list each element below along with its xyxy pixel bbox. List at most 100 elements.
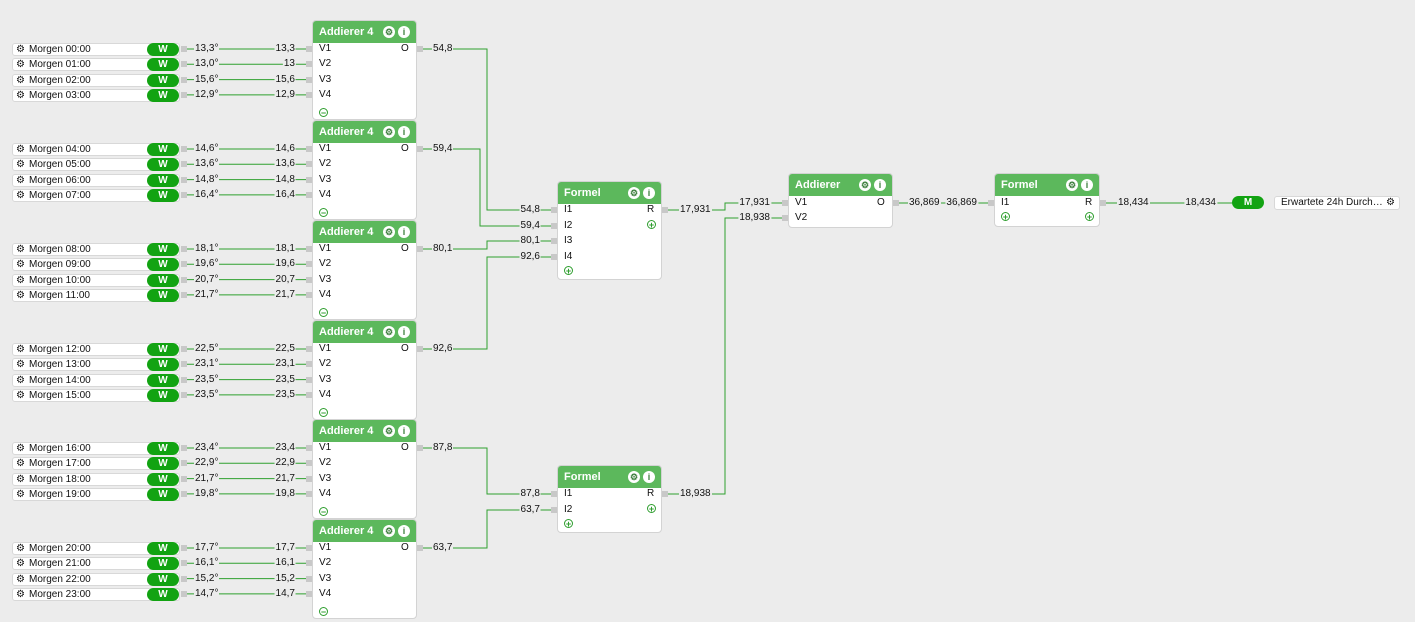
input-connector[interactable] [306, 346, 312, 352]
write-badge[interactable]: W [147, 472, 179, 486]
output-connector[interactable] [662, 491, 668, 497]
output-connector[interactable] [181, 191, 187, 198]
gear-icon[interactable]: ⚙ [859, 179, 871, 191]
input-connector[interactable] [306, 460, 312, 467]
output-connector[interactable] [181, 146, 187, 152]
gear-icon[interactable]: ⚙ [628, 471, 640, 483]
gear-icon[interactable]: ⚙ [16, 44, 25, 55]
write-badge[interactable]: W [147, 542, 179, 555]
output-connector[interactable] [181, 361, 187, 368]
gear-icon[interactable]: ⚙ [383, 425, 395, 437]
gear-icon[interactable]: ⚙ [16, 573, 25, 585]
output-connector[interactable] [417, 46, 423, 52]
input-connector[interactable] [551, 223, 557, 229]
output-connector[interactable] [181, 475, 187, 482]
gear-icon[interactable]: ⚙ [16, 189, 25, 201]
gear-icon[interactable]: ⚙ [16, 89, 25, 101]
gear-icon[interactable]: ⚙ [16, 588, 25, 600]
output-connector[interactable] [181, 460, 187, 467]
output-connector[interactable] [417, 246, 423, 252]
gear-icon[interactable]: ⚙ [16, 359, 25, 371]
minus-circle-icon[interactable]: − [319, 408, 328, 418]
info-icon[interactable]: i [398, 326, 410, 338]
input-connector[interactable] [306, 191, 312, 198]
gear-icon[interactable]: ⚙ [383, 226, 395, 238]
info-icon[interactable]: i [398, 525, 410, 537]
write-badge[interactable]: W [147, 358, 179, 372]
output-connector[interactable] [181, 560, 187, 567]
gear-icon[interactable]: ⚙ [16, 144, 25, 155]
input-connector[interactable] [306, 545, 312, 551]
minus-circle-icon[interactable]: − [319, 507, 328, 517]
write-badge[interactable]: W [147, 587, 179, 601]
output-connector[interactable] [181, 391, 187, 398]
output-connector[interactable] [181, 176, 187, 183]
gear-icon[interactable]: ⚙ [16, 344, 25, 355]
write-badge[interactable]: W [147, 343, 179, 356]
info-icon[interactable]: i [398, 425, 410, 437]
gear-icon[interactable]: ⚙ [16, 244, 25, 255]
output-connector[interactable] [181, 590, 187, 597]
output-connector[interactable] [181, 445, 187, 451]
output-connector[interactable] [181, 346, 187, 352]
input-connector[interactable] [988, 200, 994, 206]
input-connector[interactable] [306, 246, 312, 252]
write-badge[interactable]: W [147, 572, 179, 586]
write-badge[interactable]: W [147, 487, 179, 501]
input-connector[interactable] [306, 76, 312, 83]
info-icon[interactable]: i [643, 471, 655, 483]
write-badge[interactable]: W [147, 173, 179, 187]
input-connector[interactable] [551, 507, 557, 513]
output-connector[interactable] [181, 490, 187, 497]
gear-icon[interactable]: ⚙ [16, 543, 25, 554]
write-badge[interactable]: W [147, 158, 179, 172]
input-connector[interactable] [551, 491, 557, 497]
gear-icon[interactable]: ⚙ [383, 26, 395, 38]
write-badge[interactable]: W [147, 73, 179, 87]
output-connector[interactable] [181, 276, 187, 283]
output-connector[interactable] [181, 76, 187, 83]
gear-icon[interactable]: ⚙ [16, 488, 25, 500]
input-connector[interactable] [551, 254, 557, 260]
gear-icon[interactable]: ⚙ [16, 159, 25, 171]
output-connector[interactable] [417, 545, 423, 551]
input-connector[interactable] [782, 200, 788, 206]
output-connector[interactable] [417, 346, 423, 352]
input-connector[interactable] [306, 46, 312, 52]
write-badge[interactable]: W [147, 188, 179, 202]
input-connector[interactable] [551, 238, 557, 244]
input-connector[interactable] [306, 91, 312, 98]
info-icon[interactable]: i [874, 179, 886, 191]
input-connector[interactable] [306, 291, 312, 298]
plus-circle-icon[interactable]: + [564, 266, 573, 276]
minus-circle-icon[interactable]: − [319, 108, 328, 118]
input-connector[interactable] [551, 207, 557, 213]
info-icon[interactable]: i [398, 226, 410, 238]
gear-icon[interactable]: ⚙ [16, 289, 25, 301]
output-connector[interactable] [893, 200, 899, 206]
write-badge[interactable]: W [147, 457, 179, 471]
write-badge[interactable]: W [147, 388, 179, 402]
output-connector[interactable] [417, 445, 423, 451]
output-connector[interactable] [181, 91, 187, 98]
write-badge[interactable]: W [147, 58, 179, 72]
write-badge[interactable]: W [147, 88, 179, 102]
